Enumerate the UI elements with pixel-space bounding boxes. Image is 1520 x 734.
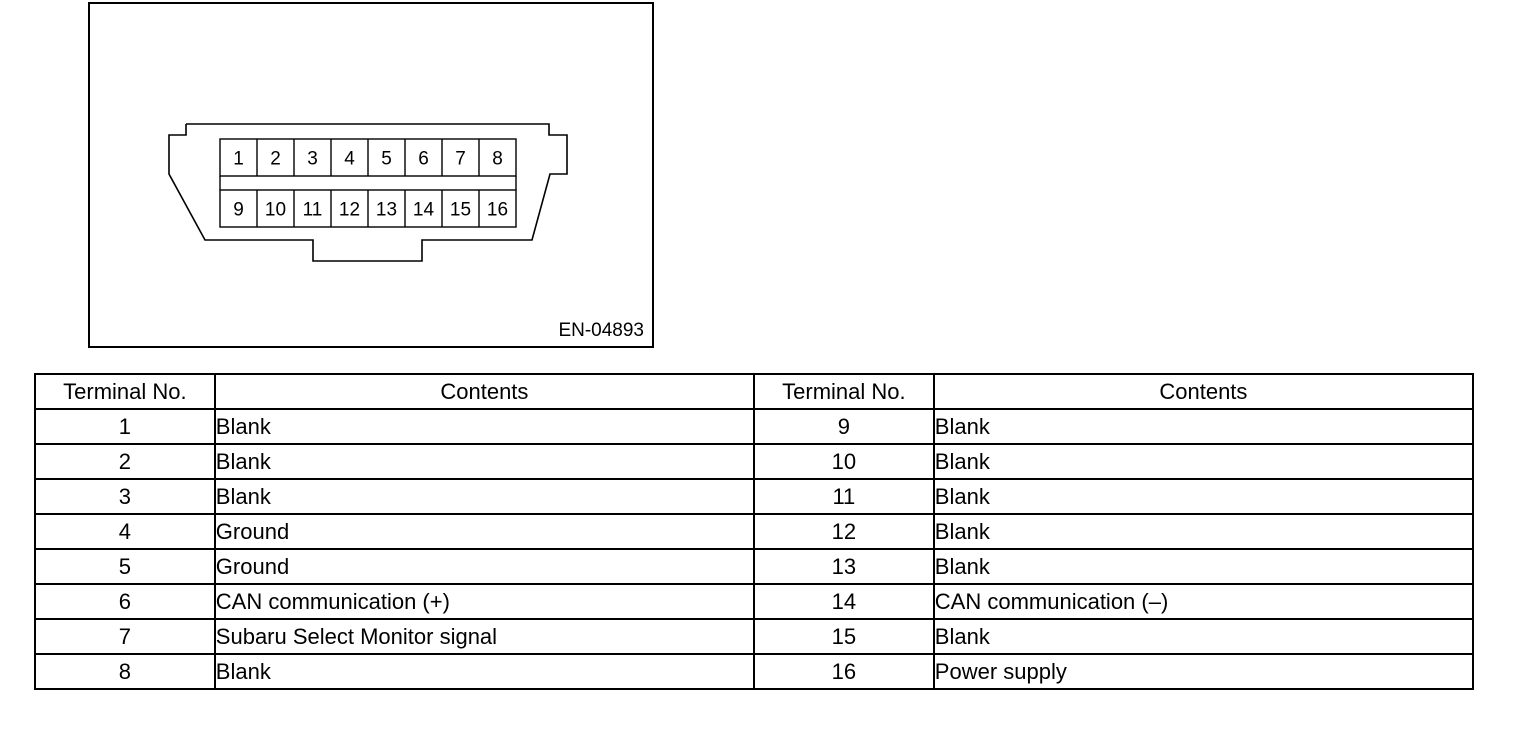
contents-cell: Blank bbox=[932, 443, 1475, 480]
pin-label: 15 bbox=[450, 200, 471, 221]
contents-cell: Blank bbox=[932, 618, 1475, 655]
contents-cell: Blank bbox=[213, 443, 755, 480]
pin-label: 5 bbox=[381, 149, 392, 170]
connector-outline bbox=[168, 123, 568, 262]
terminal-table: Terminal No. Contents Terminal No. Conte… bbox=[34, 373, 1475, 690]
pin-label: 11 bbox=[303, 200, 323, 221]
terminal-no-cell: 5 bbox=[34, 548, 216, 585]
contents-cell: CAN communication (+) bbox=[213, 583, 755, 620]
terminal-no-cell: 8 bbox=[34, 653, 216, 690]
contents-cell: Blank bbox=[213, 653, 755, 690]
contents-cell: Ground bbox=[213, 513, 755, 550]
pin-label: 9 bbox=[233, 200, 244, 221]
pin-label: 2 bbox=[270, 149, 281, 170]
terminal-no-cell: 13 bbox=[752, 548, 935, 585]
terminal-no-cell: 3 bbox=[34, 478, 216, 515]
terminal-no-cell: 6 bbox=[34, 583, 216, 620]
pin-label: 4 bbox=[344, 149, 355, 170]
terminal-no-cell: 10 bbox=[752, 443, 935, 480]
terminal-no-cell: 2 bbox=[34, 443, 216, 480]
contents-cell: Blank bbox=[932, 478, 1475, 515]
pin-label: 10 bbox=[265, 200, 286, 221]
pin-label: 12 bbox=[339, 200, 360, 221]
contents-cell: Blank bbox=[932, 548, 1475, 585]
pin-label: 13 bbox=[376, 200, 397, 221]
contents-cell: CAN communication (–) bbox=[932, 583, 1475, 620]
pin-label: 1 bbox=[233, 149, 244, 170]
pin-label: 8 bbox=[492, 149, 503, 170]
pin-label: 14 bbox=[413, 200, 435, 221]
header-terminal-no-left: Terminal No. bbox=[34, 373, 216, 410]
contents-cell: Power supply bbox=[932, 653, 1475, 690]
figure-code: EN-04893 bbox=[558, 320, 644, 341]
terminal-no-cell: 7 bbox=[34, 618, 216, 655]
header-contents-right: Contents bbox=[932, 373, 1475, 410]
contents-cell: Subaru Select Monitor signal bbox=[213, 618, 755, 655]
pin-label: 7 bbox=[455, 149, 466, 170]
terminal-no-cell: 12 bbox=[752, 513, 935, 550]
terminal-no-cell: 14 bbox=[752, 583, 935, 620]
pin-label: 6 bbox=[418, 149, 429, 170]
contents-cell: Blank bbox=[213, 478, 755, 515]
header-contents-left: Contents bbox=[213, 373, 755, 410]
pin-label: 16 bbox=[487, 200, 508, 221]
header-terminal-no-right: Terminal No. bbox=[752, 373, 935, 410]
terminal-no-cell: 16 bbox=[752, 653, 935, 690]
terminal-no-cell: 11 bbox=[752, 478, 935, 515]
contents-cell: Ground bbox=[213, 548, 755, 585]
pin-dividers bbox=[256, 139, 480, 227]
contents-cell: Blank bbox=[932, 408, 1475, 445]
terminal-no-cell: 15 bbox=[752, 618, 935, 655]
terminal-no-cell: 9 bbox=[752, 408, 935, 445]
terminal-no-cell: 1 bbox=[34, 408, 216, 445]
terminal-no-cell: 4 bbox=[34, 513, 216, 550]
contents-cell: Blank bbox=[213, 408, 755, 445]
table-header-row: Terminal No. Contents Terminal No. Conte… bbox=[34, 373, 1475, 410]
contents-cell: Blank bbox=[932, 513, 1475, 550]
pin-label: 3 bbox=[307, 149, 318, 170]
